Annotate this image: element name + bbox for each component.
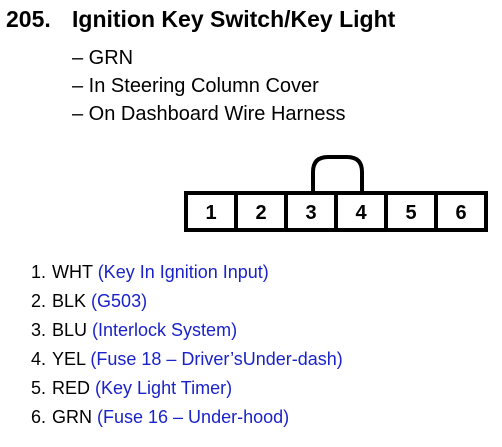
connector-pin-3: 3 — [305, 202, 316, 224]
pin-list-item: 1. WHT (Key In Ignition Input) — [20, 258, 343, 287]
pin-list: 1. WHT (Key In Ignition Input) 2. BLK (G50… — [20, 258, 343, 432]
attribute-location: – In Steering Column Cover — [72, 75, 319, 97]
attribute-color: – GRN — [72, 47, 134, 69]
pin-wire-color: YEL — [52, 349, 86, 369]
pin-description: (Interlock System) — [92, 320, 238, 340]
attribute-harness: – On Dashboard Wire Harness — [72, 103, 346, 125]
pin-description: (Fuse 18 – Driver’sUnder-dash) — [90, 349, 343, 369]
pin-index: 4. — [30, 349, 46, 369]
pin-index: 6. — [30, 407, 46, 427]
pin-list-item: 4. YEL (Fuse 18 – Driver’sUnder-dash) — [20, 345, 343, 374]
pin-description: (Fuse 16 – Under-hood) — [97, 407, 290, 427]
pin-wire-color: BLU — [52, 320, 88, 340]
component-name: Ignition Key Switch/Key Light — [72, 6, 396, 32]
pin-wire-color: GRN — [52, 407, 92, 427]
pin-description: (Key In Ignition Input) — [97, 262, 269, 282]
pin-wire-color: RED — [52, 378, 91, 398]
connector-jumper — [311, 155, 364, 193]
pin-index: 5. — [30, 378, 46, 398]
connector-pin-4: 4 — [355, 202, 367, 224]
pin-index: 1. — [30, 262, 46, 282]
pin-index: 3. — [30, 320, 46, 340]
connector-pin-6: 6 — [455, 202, 466, 224]
pin-description: (G503) — [91, 291, 148, 311]
connector-pin-5: 5 — [405, 202, 416, 224]
pin-list-item: 5. RED (Key Light Timer) — [20, 374, 343, 403]
component-number: 205. — [6, 6, 51, 32]
pin-list-item: 3. BLU (Interlock System) — [20, 316, 343, 345]
pin-list-item: 2. BLK (G503) — [20, 287, 343, 316]
pin-wire-color: BLK — [52, 291, 87, 311]
pin-list-item: 6. GRN (Fuse 16 – Under-hood) — [20, 403, 343, 432]
pin-wire-color: WHT — [52, 262, 93, 282]
pin-description: (Key Light Timer) — [95, 378, 233, 398]
page-title: 205. Ignition Key Switch/Key Light — [6, 6, 395, 33]
connector-pin-2: 2 — [255, 202, 266, 224]
pin-index: 2. — [30, 291, 46, 311]
connector-pin-1: 1 — [205, 202, 216, 224]
component-attributes: – GRN – In Steering Column Cover – On Da… — [72, 44, 345, 128]
